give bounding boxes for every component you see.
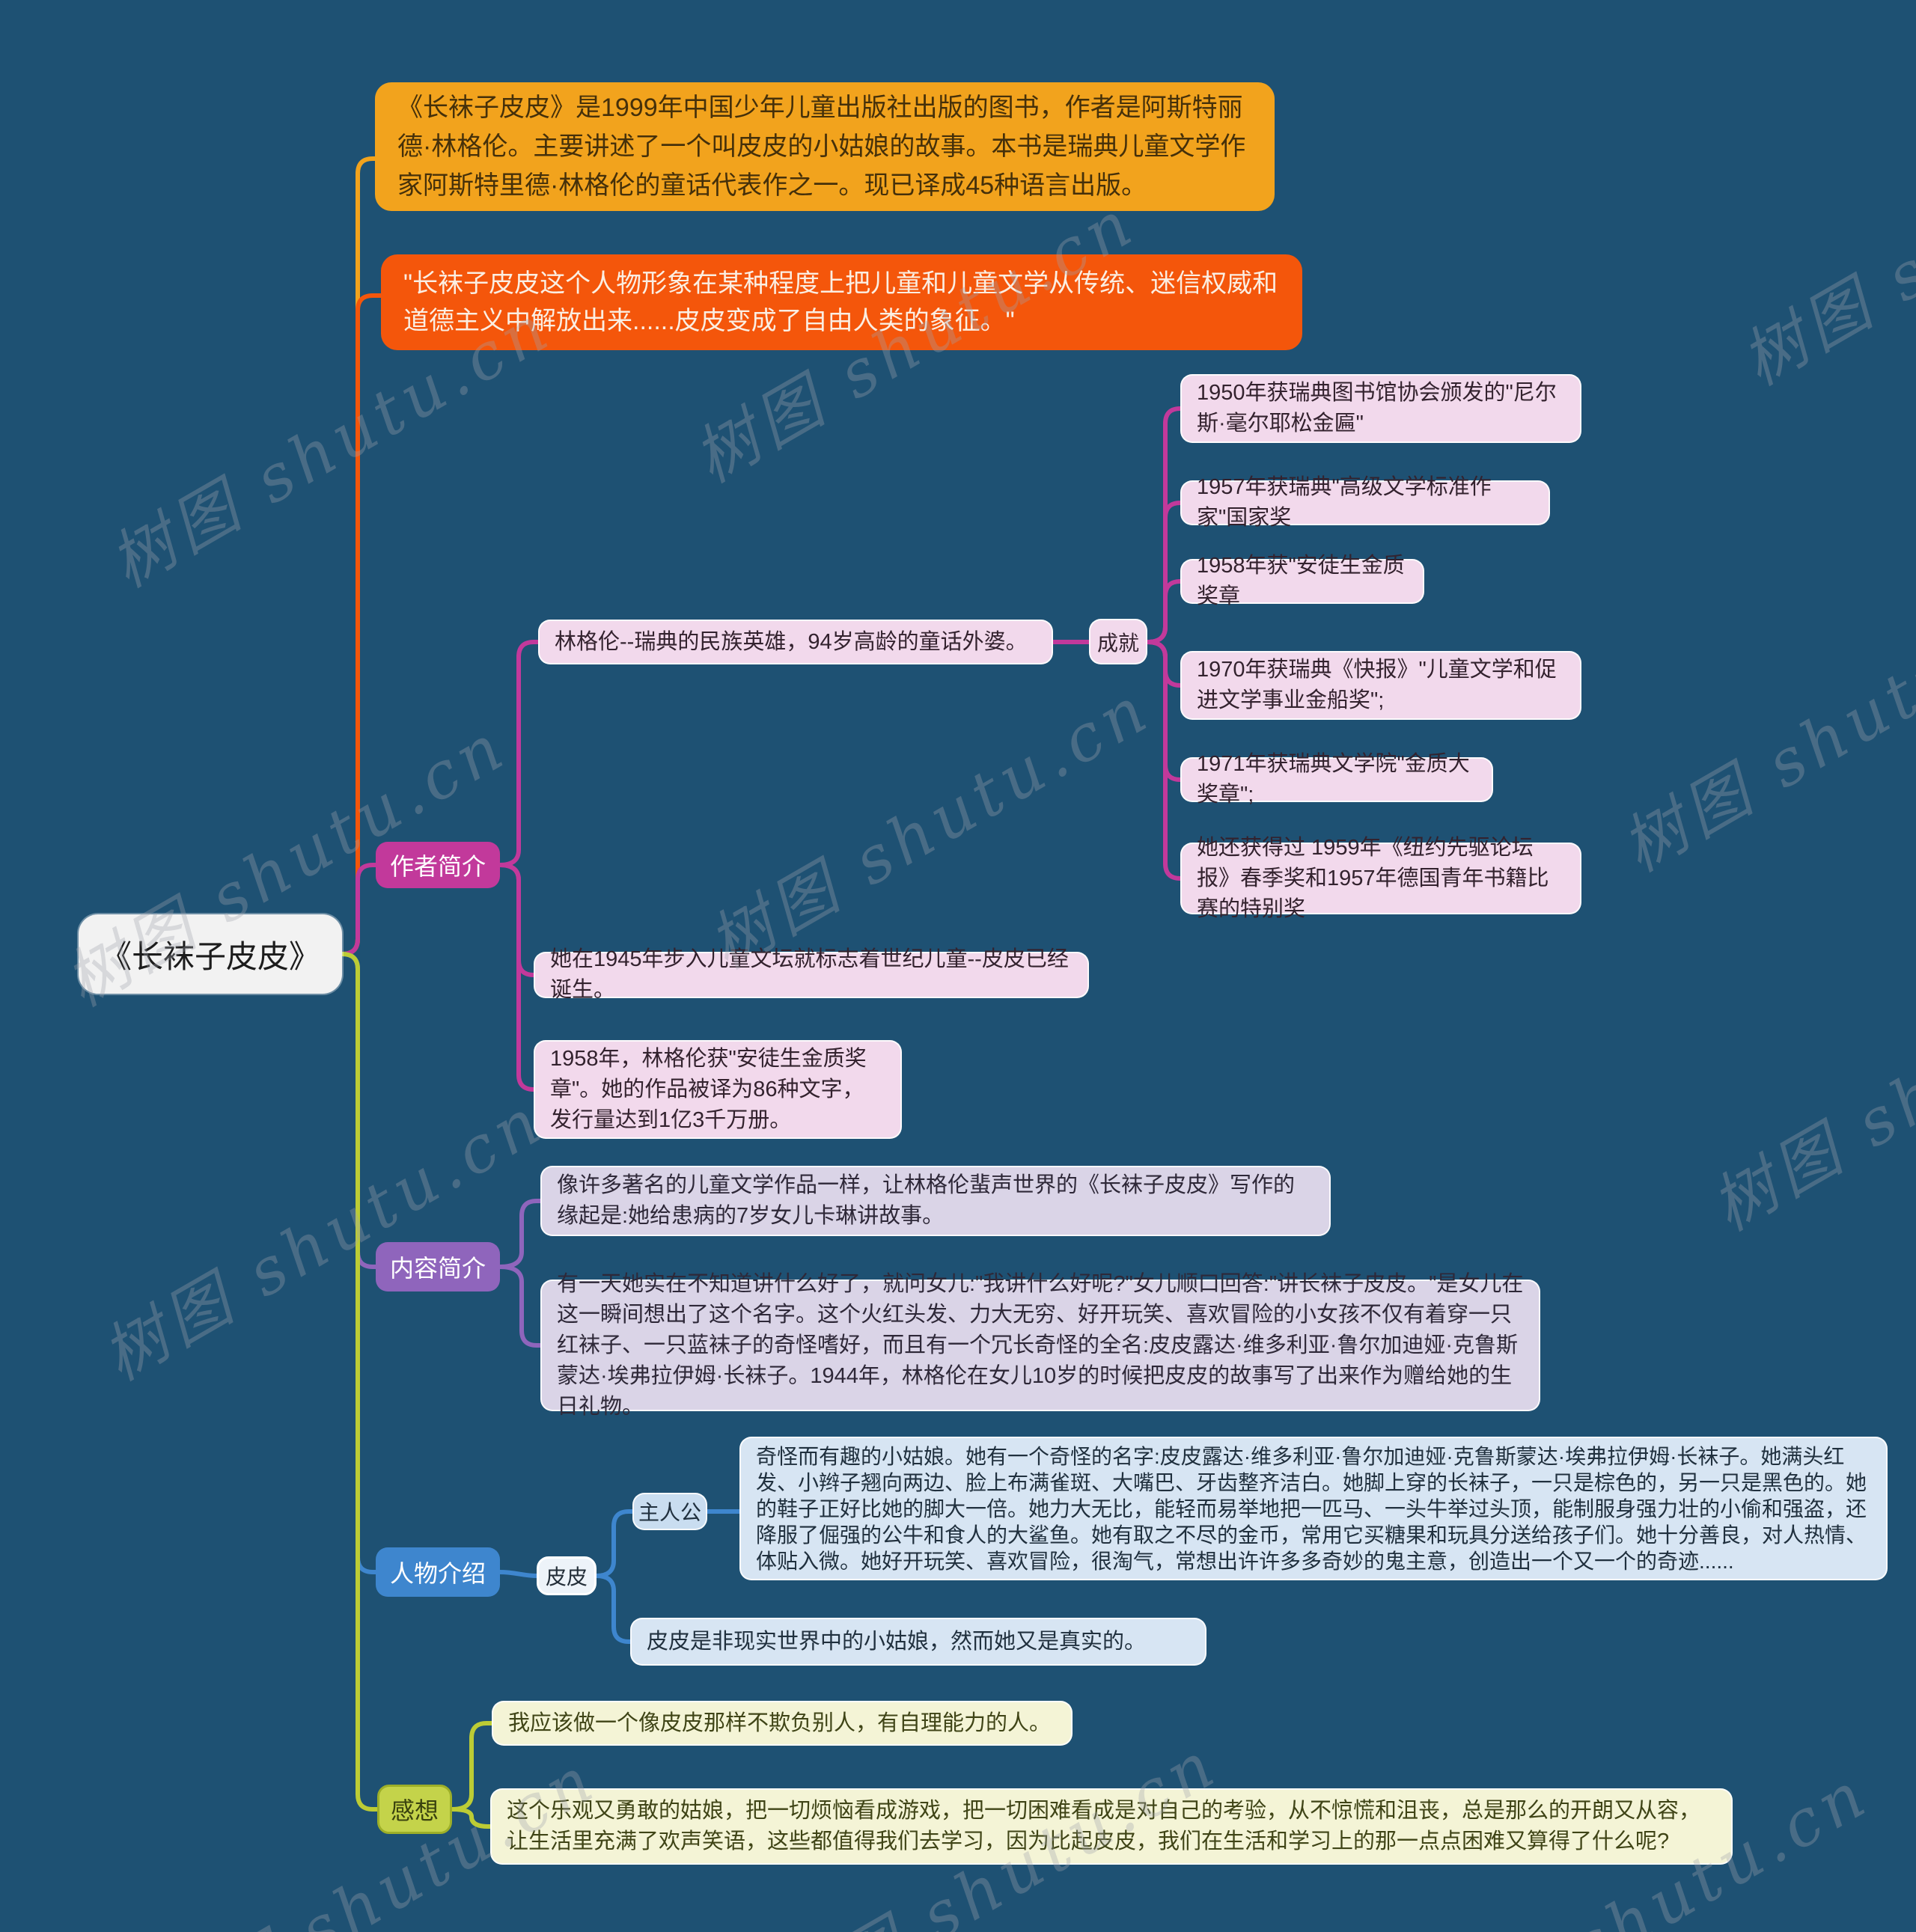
root-label: 《长袜子皮皮》 bbox=[100, 938, 320, 974]
author-hero-text: 林格伦--瑞典的民族英雄，94岁高龄的童话外婆。 bbox=[555, 629, 1028, 654]
character-reality-text: 皮皮是非现实世界中的小姑娘，然而她又是真实的。 bbox=[647, 1629, 1147, 1654]
branch-character[interactable]: 人物介绍 bbox=[376, 1547, 500, 1597]
content-text-1: 像许多著名的儿童文学作品一样，让林格伦蜚声世界的《长袜子皮皮》写作的缘起是:她给… bbox=[557, 1173, 1296, 1228]
content-text-2: 有一天她实在不知道讲什么好了，就问女儿:"我讲什么好呢?"女儿顺口回答:"讲长袜… bbox=[557, 1271, 1524, 1419]
branch-content-label: 内容简介 bbox=[389, 1255, 486, 1282]
award-node-5[interactable]: 1971年获瑞典文学院"金质大奖章"; bbox=[1180, 752, 1493, 807]
edge-content-2 bbox=[498, 1265, 543, 1348]
edge-thoughts-1 bbox=[450, 1721, 494, 1812]
achievement-label: 成就 bbox=[1096, 631, 1139, 655]
award-node-6[interactable]: 她还获得过 1959年《纽约先驱论坛报》春季奖和1957年德国青年书籍比赛的特别… bbox=[1180, 836, 1581, 921]
thought-node-2[interactable]: 这个乐观又勇敢的姑娘，把一切烦恼看成游戏，把一切困难看成是对自己的考验，从不惊慌… bbox=[490, 1788, 1733, 1865]
branch-thoughts-label: 感想 bbox=[390, 1797, 439, 1824]
branch-author[interactable]: 作者简介 bbox=[376, 842, 500, 888]
award-text-4: 1970年获瑞典《快报》"儿童文学和促进文学事业金船奖"; bbox=[1197, 658, 1557, 712]
award-node-1[interactable]: 1950年获瑞典图书馆协会颁发的"尼尔斯·毫尔耶松金匾" bbox=[1180, 374, 1581, 443]
intro-text: 《长袜子皮皮》是1999年中国少年儿童出版社出版的图书，作者是阿斯特丽德·林格伦… bbox=[397, 94, 1246, 200]
quote-text: "长袜子皮皮这个人物形象在某种程度上把儿童和儿童文学从传统、迷信权威和道德主义中… bbox=[403, 269, 1278, 335]
edge-pipi-reality bbox=[594, 1574, 632, 1644]
edge-award-3 bbox=[1145, 579, 1183, 644]
edge-character-pipi bbox=[498, 1570, 539, 1578]
author-1945-node[interactable]: 她在1945年步入儿童文坛就标志着世纪儿童--皮皮已经诞生。 bbox=[534, 947, 1089, 1002]
character-description-text: 奇怪而有趣的小姑娘。她有一个奇怪的名字:皮皮露达·维多利亚·鲁尔加迪娅·克鲁斯蒙… bbox=[756, 1444, 1867, 1573]
branch-thoughts[interactable]: 感想 bbox=[377, 1785, 452, 1834]
edge-root-thoughts bbox=[340, 952, 379, 1812]
award-text-6: 她还获得过 1959年《纽约先驱论坛报》春季奖和1957年德国青年书籍比赛的特别… bbox=[1197, 835, 1549, 921]
edge-author-hero bbox=[498, 640, 540, 867]
award-text-5: 1971年获瑞典文学院"金质大奖章"; bbox=[1197, 752, 1470, 807]
achievement-node[interactable]: 成就 bbox=[1089, 619, 1147, 664]
branch-content[interactable]: 内容简介 bbox=[376, 1242, 500, 1291]
branch-author-label: 作者简介 bbox=[389, 853, 486, 880]
edge-thoughts-2 bbox=[450, 1807, 492, 1829]
award-node-2[interactable]: 1957年获瑞典"高级文学标准作家"国家奖 bbox=[1180, 475, 1550, 530]
edge-pipi-protagonist bbox=[594, 1509, 635, 1578]
edge-content-1 bbox=[498, 1199, 543, 1269]
character-reality-node[interactable]: 皮皮是非现实世界中的小姑娘，然而她又是真实的。 bbox=[630, 1618, 1206, 1666]
pipi-label: 皮皮 bbox=[545, 1565, 588, 1589]
protagonist-label: 主人公 bbox=[638, 1501, 701, 1524]
thought-text-1: 我应该做一个像皮皮那样不欺负别人，有自理能力的人。 bbox=[508, 1711, 1052, 1735]
thought-node-1[interactable]: 我应该做一个像皮皮那样不欺负别人，有自理能力的人。 bbox=[492, 1701, 1073, 1746]
author-hero-node[interactable]: 林格伦--瑞典的民族英雄，94岁高龄的童话外婆。 bbox=[538, 620, 1053, 664]
character-description-node[interactable]: 奇怪而有趣的小姑娘。她有一个奇怪的名字:皮皮露达·维多利亚·鲁尔加迪娅·克鲁斯蒙… bbox=[739, 1437, 1888, 1580]
content-node-2[interactable]: 有一天她实在不知道讲什么好了，就问女儿:"我讲什么好呢?"女儿顺口回答:"讲长袜… bbox=[540, 1272, 1540, 1419]
edge-author-1958 bbox=[498, 863, 536, 1092]
award-node-4[interactable]: 1970年获瑞典《快报》"儿童文学和促进文学事业金船奖"; bbox=[1180, 651, 1581, 720]
quote-node[interactable]: "长袜子皮皮这个人物形象在某种程度上把儿童和儿童文学从传统、迷信权威和道德主义中… bbox=[381, 254, 1302, 350]
edge-award-6 bbox=[1145, 640, 1183, 881]
protagonist-node[interactable]: 主人公 bbox=[632, 1493, 707, 1530]
award-node-3[interactable]: 1958年获"安徒生金质奖章 bbox=[1180, 554, 1424, 608]
intro-node[interactable]: 《长袜子皮皮》是1999年中国少年儿童出版社出版的图书，作者是阿斯特丽德·林格伦… bbox=[375, 82, 1275, 211]
content-node-1[interactable]: 像许多著名的儿童文学作品一样，让林格伦蜚声世界的《长袜子皮皮》写作的缘起是:她给… bbox=[540, 1166, 1331, 1236]
award-text-2: 1957年获瑞典"高级文学标准作家"国家奖 bbox=[1197, 475, 1492, 530]
author-1958-node[interactable]: 1958年，林格伦获"安徒生金质奖章"。她的作品被译为86种文字，发行量达到1亿… bbox=[534, 1040, 902, 1139]
thought-text-2: 这个乐观又勇敢的姑娘，把一切烦恼看成游戏，把一切困难看成是对自己的考验，从不惊慌… bbox=[507, 1799, 1701, 1853]
branch-character-label: 人物介绍 bbox=[389, 1560, 486, 1587]
author-1958-text: 1958年，林格伦获"安徒生金质奖章"。她的作品被译为86种文字，发行量达到1亿… bbox=[550, 1046, 867, 1132]
edge-root-author bbox=[340, 863, 378, 956]
author-1945-text: 她在1945年步入儿童文坛就标志着世纪儿童--皮皮已经诞生。 bbox=[550, 947, 1069, 1002]
pipi-node[interactable]: 皮皮 bbox=[537, 1556, 597, 1595]
root-node[interactable]: 《长袜子皮皮》 bbox=[79, 914, 342, 994]
award-text-1: 1950年获瑞典图书馆协会颁发的"尼尔斯·毫尔耶松金匾" bbox=[1197, 381, 1557, 435]
award-text-3: 1958年获"安徒生金质奖章 bbox=[1197, 554, 1405, 608]
